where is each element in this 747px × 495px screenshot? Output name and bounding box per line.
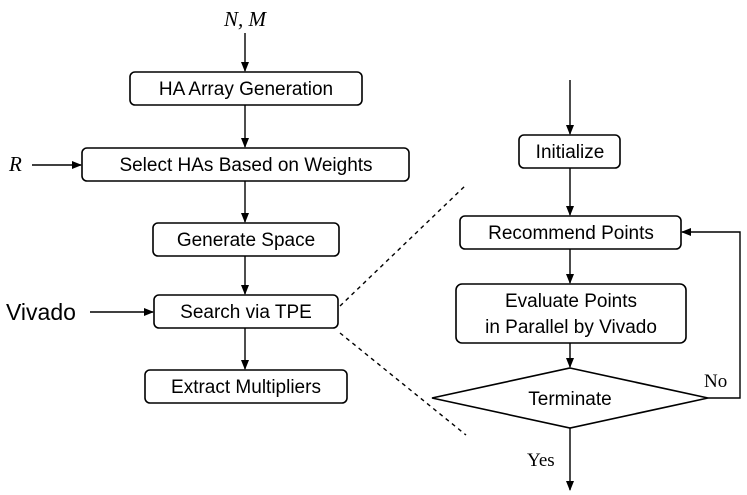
box-search-via-tpe-label: Search via TPE [180, 302, 312, 323]
box-extract-multipliers-label: Extract Multipliers [171, 377, 321, 398]
box-evaluate-points-label-line2: in Parallel by Vivado [485, 317, 657, 338]
input-vivado-label: Vivado [6, 299, 76, 325]
box-recommend-points-label: Recommend Points [488, 223, 654, 244]
box-initialize: Initialize [518, 134, 621, 169]
box-select-has: Select HAs Based on Weights [81, 147, 410, 182]
box-ha-array-generation-label: HA Array Generation [159, 79, 333, 100]
box-generate-space: Generate Space [152, 222, 340, 257]
box-search-via-tpe: Search via TPE [153, 294, 339, 329]
decision-terminate: Terminate [431, 367, 709, 429]
box-recommend-points: Recommend Points [459, 215, 682, 250]
box-initialize-label: Initialize [536, 142, 605, 163]
box-extract-multipliers: Extract Multipliers [144, 369, 348, 404]
box-evaluate-points-label-line1: Evaluate Points [505, 291, 637, 312]
box-evaluate-points: Evaluate Points in Parallel by Vivado [455, 283, 687, 344]
arrow-no-loop-back [681, 228, 741, 399]
no-branch-label: No [704, 371, 727, 392]
input-r-label: R [8, 152, 22, 176]
zoom-line-bottom [339, 332, 467, 436]
box-select-has-label: Select HAs Based on Weights [119, 155, 372, 176]
decision-terminate-label: Terminate [528, 389, 611, 410]
box-generate-space-label: Generate Space [177, 230, 315, 251]
input-nm-label: N, M [223, 7, 268, 31]
box-ha-array-generation: HA Array Generation [129, 71, 363, 106]
zoom-line-top [339, 184, 467, 307]
yes-branch-label: Yes [527, 450, 555, 471]
